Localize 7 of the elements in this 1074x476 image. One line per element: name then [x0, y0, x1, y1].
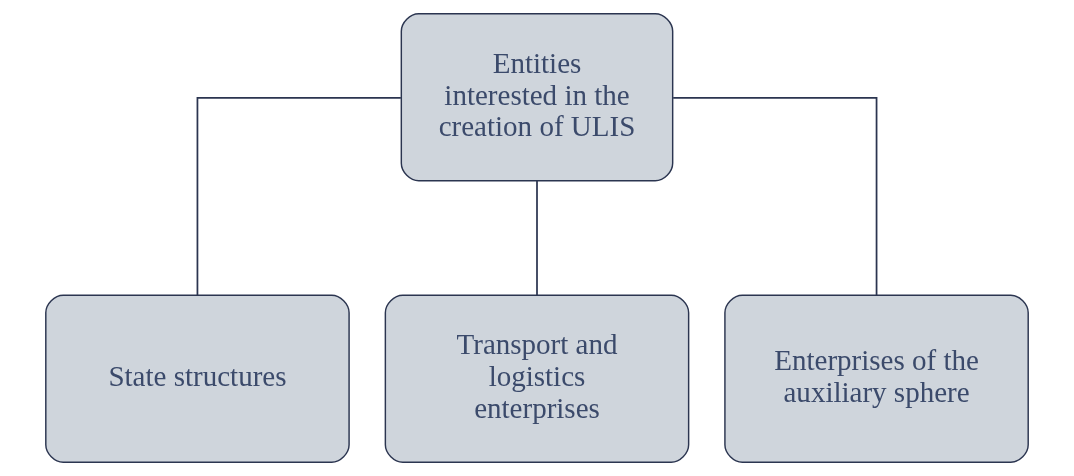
node-box: State structures	[45, 294, 350, 463]
connector	[536, 180, 538, 296]
connector	[196, 97, 402, 297]
node-box: Transport and logistics enterprises	[384, 294, 690, 463]
node-box: Entities interested in the creation of ULIS	[400, 13, 674, 182]
node-box: Enterprises of the auxiliary sphere	[724, 294, 1029, 463]
connector	[672, 97, 878, 297]
